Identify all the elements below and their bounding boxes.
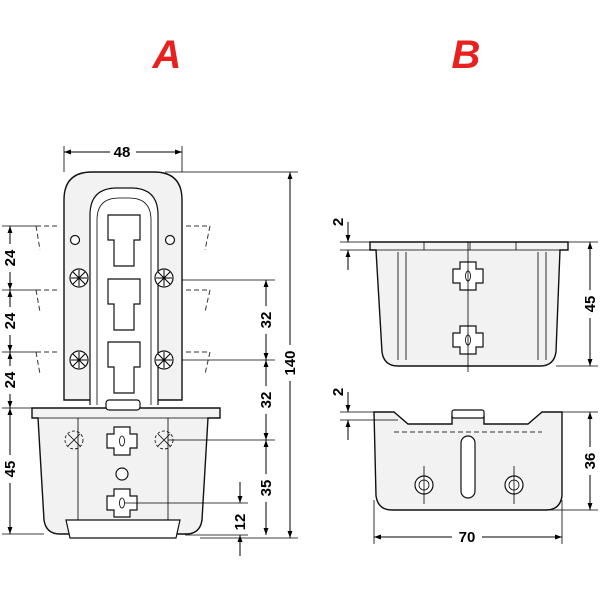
dim-a-width: 48 (114, 144, 131, 161)
dim-b-lower-height: 36 (582, 453, 599, 470)
cross-hole-upper (106, 426, 138, 456)
center-hole (115, 467, 129, 481)
ghost-position-1-right (186, 225, 211, 251)
view-a-label: A (152, 33, 182, 77)
ghost-position-2-right (186, 289, 211, 313)
screw-icon (69, 350, 89, 370)
screw-icon (154, 350, 174, 370)
keyhole-slot-2 (107, 278, 141, 331)
cross-hole-lower-center (119, 497, 125, 509)
dim-b-top-height: 45 (582, 296, 599, 313)
cross-hole-lower (106, 488, 138, 518)
dim-a-mid-2: 32 (258, 392, 275, 409)
b-lower-tab (451, 409, 485, 419)
dim-a-lower: 35 (258, 480, 275, 497)
view-b-drawing (369, 241, 569, 511)
dim-b-lower-gap: 2 (330, 388, 347, 396)
ghost-position-2-left (35, 289, 60, 313)
dim-a-pitch-3: 24 (2, 371, 19, 388)
view-b-label: B (452, 33, 481, 77)
dim-a-pitch-2: 24 (2, 312, 19, 329)
ghost-position-1-left (35, 225, 60, 251)
view-a-drawing (31, 171, 221, 539)
ghost-position-3-left (35, 351, 60, 375)
keyhole-slot-3 (107, 341, 141, 394)
view-b-dimensions: 2 45 2 36 70 (330, 218, 599, 546)
slot-track-inner (96, 197, 152, 405)
mount-hole-left (69, 234, 81, 246)
dim-a-pitch-1: 24 (2, 249, 19, 266)
b-lower-slot (460, 435, 476, 499)
screw-icon (69, 268, 89, 288)
screw-icon (154, 268, 174, 288)
view-a-dimensions: 48 24 24 24 45 32 32 35 12 140 (1, 144, 299, 556)
keyhole-slot-1 (107, 214, 141, 267)
dim-a-base-height: 45 (2, 461, 19, 478)
cross-hole-upper-center (119, 435, 125, 447)
b-top-body (369, 241, 569, 367)
ghost-position-3-right (186, 351, 211, 375)
dim-a-total: 140 (282, 350, 299, 375)
base-tab (105, 399, 141, 411)
dim-b-width: 70 (459, 529, 476, 546)
base-foot (65, 519, 181, 539)
dim-a-mid-1: 32 (258, 312, 275, 329)
dim-a-bottom: 12 (232, 514, 249, 531)
mount-hole-right (164, 234, 176, 246)
dim-b-top-gap: 2 (330, 218, 347, 226)
